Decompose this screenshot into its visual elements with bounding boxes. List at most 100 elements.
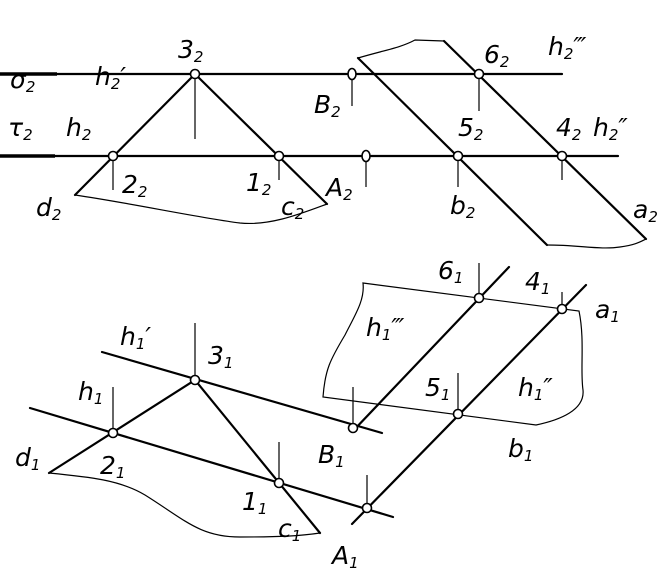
label-subscript: 2 [500, 53, 510, 71]
label-main: 6 [484, 40, 500, 69]
label-main: c [281, 192, 295, 221]
label-h2: h2 [66, 113, 91, 144]
label-subscript: 2 [609, 126, 619, 144]
label-subscript: 1 [94, 390, 104, 408]
label-main: h [78, 377, 94, 406]
label-c2: c2 [281, 192, 304, 223]
label-tau2: τ2 [8, 113, 33, 144]
label-subscript: 1 [382, 326, 392, 344]
label-main: 1 [242, 487, 258, 516]
point-3-2 [189, 68, 201, 80]
point-5-1 [452, 408, 464, 420]
point-1-2 [273, 150, 285, 162]
label-subscript: 1 [335, 453, 345, 471]
point-B1 [347, 422, 359, 434]
label-p3_2: 32 [178, 35, 203, 66]
label-subscript: 1 [116, 464, 126, 482]
label-p2_2: 22 [122, 170, 147, 201]
point-4-1 [556, 303, 568, 315]
line-a1 [350, 283, 588, 526]
frontal-projection [0, 39, 648, 249]
triangle-side-c2 [193, 72, 329, 206]
label-p4_1: 41 [525, 267, 550, 298]
label-subscript: 2 [474, 126, 484, 144]
label-main: A [324, 173, 343, 202]
label-main: a [595, 295, 610, 324]
label-p6_1: 61 [438, 256, 463, 287]
label-B1: B1 [318, 440, 345, 471]
label-subscript: 2 [52, 206, 62, 224]
label-a2: a2 [633, 195, 658, 226]
label-p5_2: 52 [458, 113, 483, 144]
label-B2: B2 [314, 90, 341, 121]
triangle-wavy-edge-1 [48, 472, 321, 538]
label-main: d [15, 443, 31, 472]
label-p2_1: 21 [100, 451, 125, 482]
label-main: B [314, 90, 331, 119]
label-main: d [36, 193, 52, 222]
label-subscript: 2 [23, 126, 33, 144]
label-main: c [278, 514, 292, 543]
label-subscript: 2 [466, 204, 476, 222]
label-p4_2: 42 [556, 113, 581, 144]
label-subscript: 1 [441, 386, 451, 404]
point-1-1 [273, 477, 285, 489]
label-h1: h1 [78, 377, 103, 408]
label-d1: d1 [15, 443, 40, 474]
label-p6_2: 62 [484, 40, 509, 71]
label-b1: b1 [508, 434, 533, 465]
label-main: σ [10, 65, 27, 94]
label-subscript: 1 [224, 354, 234, 372]
label-main: 1 [246, 168, 262, 197]
label-subscript: 2 [194, 48, 204, 66]
h1-prime-line [100, 350, 384, 435]
label-c1: c1 [278, 514, 301, 545]
label-main: 3 [208, 341, 224, 370]
label-prime: ′ [120, 62, 126, 91]
label-subscript: 2 [26, 78, 36, 96]
label-b2: b2 [450, 191, 475, 222]
triangle-side-d1 [47, 378, 197, 475]
label-d2: d2 [36, 193, 61, 224]
label-main: h [548, 32, 564, 61]
label-subscript: 2 [343, 186, 353, 204]
label-main: b [508, 434, 524, 463]
label-p1_2: 12 [246, 168, 271, 199]
label-h1pp: h1″ [518, 373, 553, 404]
label-main: 2 [122, 170, 138, 199]
label-main: 4 [556, 113, 572, 142]
label-A2: A2 [324, 173, 353, 204]
label-subscript: 2 [331, 103, 341, 121]
label-main: h [95, 62, 111, 91]
label-subscript: 2 [262, 181, 272, 199]
point-2-1 [107, 427, 119, 439]
label-subscript: 1 [541, 280, 551, 298]
label-subscript: 1 [258, 500, 268, 518]
label-p1_1: 11 [242, 487, 267, 518]
label-sigma2: σ2 [10, 65, 35, 96]
point-A1 [361, 502, 373, 514]
label-main: h [593, 113, 609, 142]
point-2-2 [107, 150, 119, 162]
label-main: B [318, 440, 335, 469]
plane-wavy-top [357, 39, 445, 59]
label-subscript: 1 [31, 456, 41, 474]
triangle-side-d2 [73, 72, 197, 197]
label-main: h [518, 373, 534, 402]
plane-wavy-bottom [546, 238, 647, 249]
point-6-2 [473, 68, 485, 80]
label-main: 4 [525, 267, 541, 296]
label-prime: ‴ [391, 313, 404, 342]
label-main: b [450, 191, 466, 220]
triangle-wavy-edge [74, 194, 328, 225]
point-4-2 [556, 150, 568, 162]
label-A1: A1 [330, 541, 359, 572]
label-h1p: h1′ [120, 322, 151, 353]
line-b2 [356, 56, 549, 247]
label-h2p: h2′ [95, 62, 126, 93]
projection-ticks-1 [112, 263, 563, 508]
label-main: h [120, 322, 136, 351]
label-subscript: 2 [138, 183, 148, 201]
